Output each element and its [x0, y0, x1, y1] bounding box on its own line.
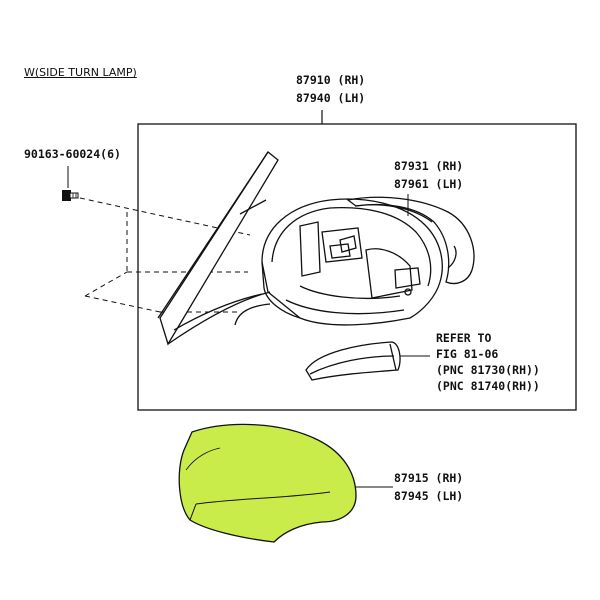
screw-part — [62, 190, 79, 201]
cover-frame-part-lh: 87961 (LH) — [394, 177, 464, 191]
cover-frame-part — [346, 196, 475, 285]
assembly-frame — [137, 123, 577, 411]
variant-note: W(SIDE TURN LAMP) — [24, 66, 137, 79]
refer-line-1: REFER TO — [436, 331, 492, 345]
assembly-part-lh: 87940 (LH) — [296, 91, 366, 105]
assembly-part-rh: 87910 (RH) — [296, 73, 366, 87]
side-turn-lamp — [305, 341, 401, 381]
mirror-housing — [261, 198, 443, 326]
refer-line-4: (PNC 81740(RH)) — [436, 379, 540, 393]
outer-cover-part-lh: 87945 (LH) — [394, 489, 464, 503]
refer-line-3: (PNC 81730(RH)) — [436, 363, 540, 377]
mirror-glass — [157, 151, 279, 346]
outer-cover-part — [178, 423, 357, 543]
cover-frame-part-rh: 87931 (RH) — [394, 159, 464, 173]
screw-part-number: 90163-60024(6) — [24, 147, 121, 161]
refer-line-2: FIG 81-06 — [436, 347, 499, 361]
dashed-guide-lines — [79, 197, 251, 313]
outer-cover-part-rh: 87915 (RH) — [394, 471, 464, 485]
